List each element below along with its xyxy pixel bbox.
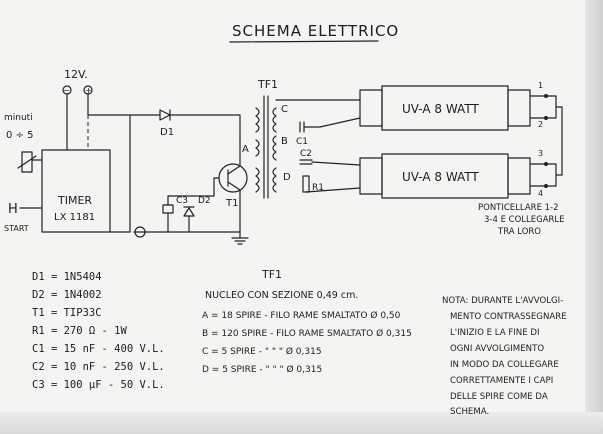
d1-label: D1 [160,127,174,138]
d2-diode-symbol [183,207,195,217]
tf1-label: TF1 [257,78,278,91]
transformer-core: NUCLEO CON SEZIONE 0,49 cm. [205,290,358,301]
supply-plus-sign: + [85,86,92,95]
transformer-spec: TF1 NUCLEO CON SEZIONE 0,49 cm. A = 18 S… [202,268,412,375]
lamp2-left-cap [359,157,383,195]
bridge-note-line-3: TRA LORO [497,227,541,237]
timer-model: LX 1181 [54,212,95,223]
winding-a-label: A [242,144,249,155]
winding-a-coil [255,139,260,157]
bridge-note-line-1: PONTICELLARE 1-2 [478,203,559,213]
t1-emitter [227,181,241,191]
minutes-label: minuti [4,113,33,123]
winding-note: NOTA: DURANTE L'AVVOLGI- MENTO CONTRASSE… [442,296,567,417]
lamp2-pin-4: 4 [538,189,543,198]
bridge-3-4 [545,163,557,187]
title-underline [229,40,379,43]
c3-capacitor [162,204,174,214]
parts-list-t1: T1 = TIP33C [32,307,102,319]
pot-wiper-arrow [17,155,37,169]
lamp1-label: UV-A 8 WATT [402,102,479,116]
supply-minus-sign: − [63,86,70,95]
diagram-title: SCHEMA ELETTRICO [232,22,399,40]
parts-list-d2: D2 = 1N4002 [32,289,102,301]
parts-list-r1: R1 = 270 Ω - 1W [32,325,128,337]
lamp2-top-wire [311,161,361,166]
winding-b-coil [272,135,277,161]
bridge-1-2 [545,95,557,119]
note-line-3: L'INIZIO E LA FINE DI [450,328,540,338]
parts-list: D1 = 1N5404 D2 = 1N4002 T1 = TIP33C R1 =… [32,271,165,391]
start-label: START [4,224,29,233]
transformer-winding-c: C = 5 SPIRE - " " " Ø 0,315 [202,346,322,357]
lamp2-right-cap [507,157,531,195]
lamp1-pin-2: 2 [538,120,543,129]
paper-edge-bottom [0,412,603,434]
note-line-6: CORRETTAMENTE I CAPI [450,376,553,386]
t1-transistor-symbol [218,163,248,193]
winding-b-label: B [281,136,288,147]
parts-list-c1: C1 = 15 nF - 400 V.L. [32,343,165,355]
supply-voltage-label: 12V. [64,68,88,81]
timer-label: TIMER [57,194,92,207]
note-line-2: MENTO CONTRASSEGNARE [450,312,567,322]
bridge-note-line-2: 3-4 E COLLEGARLE [484,215,565,225]
timer-box [41,149,111,233]
note-line-8: SCHEMA. [450,407,489,417]
lamp1-pin-1: 1 [538,81,543,90]
transformer-winding-b: B = 120 SPIRE - FILO RAME SMALTATO Ø 0,3… [202,328,412,339]
t1-collector [227,165,241,175]
winding-c-label: C [281,104,288,115]
transformer-winding-d: D = 5 SPIRE - " " " Ø 0,315 [202,364,322,375]
minutes-range: 0 ÷ 5 [6,130,33,141]
c2-label: C2 [300,149,312,159]
c1-label: C1 [296,137,308,147]
d1-diode-symbol [159,109,171,121]
minutes-potentiometer [21,151,33,173]
d2-label: D2 [198,196,211,206]
t1-label: T1 [225,198,238,209]
c3-label: C3 [176,196,188,206]
winding-c-right [272,107,277,133]
lamp2-bottom-wire [305,187,361,193]
parts-list-c3: C3 = 100 μF - 50 V.L. [32,379,165,391]
note-line-5: IN MODO DA COLLEGARE [450,360,559,370]
parts-list-c2: C2 = 10 nF - 250 V.L. [32,361,165,373]
r1-resistor [302,175,310,193]
lamp2-label: UV-A 8 WATT [402,170,479,184]
lamp1-right-cap [507,89,531,127]
winding-a2-coil [255,167,260,193]
lamp1-bottom-wire [319,117,361,128]
winding-d-label: D [283,172,291,183]
transformer-winding-a: A = 18 SPIRE - FILO RAME SMALTATO Ø 0,50 [202,310,401,321]
r1-label: R1 [312,183,324,193]
note-line-7: DELLE SPIRE COME DA [450,392,548,402]
note-line-1: NOTA: DURANTE L'AVVOLGI- [442,296,563,306]
start-button-symbol: H [8,202,18,217]
lamp1-left-cap [359,89,383,127]
winding-c-left [255,107,260,133]
note-line-4: OGNI AVVOLGIMENTO [450,344,544,354]
paper-edge-right [585,0,603,434]
transformer-spec-title: TF1 [261,268,282,281]
parts-list-d1: D1 = 1N5404 [32,271,102,283]
winding-d-coil [272,167,277,193]
lamp2-pin-3: 3 [538,149,543,158]
